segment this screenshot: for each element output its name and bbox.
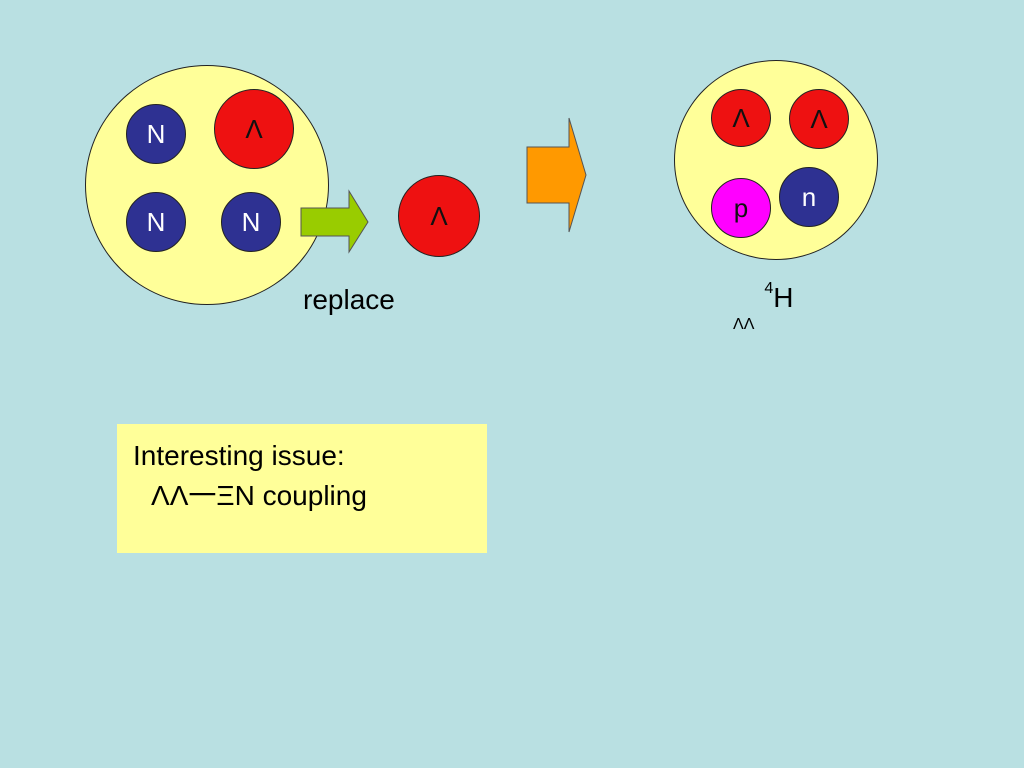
green-arrow-icon <box>300 189 369 254</box>
incoming-lambda-label: Λ <box>430 200 448 231</box>
issue-coupling: ΛΛ一ΞN coupling <box>151 480 367 511</box>
lambda-ball: Λ <box>214 89 294 169</box>
incoming-lambda-ball: Λ <box>398 175 480 257</box>
lambda-ball: Λ <box>789 89 849 149</box>
nucleon-label: N <box>241 206 261 237</box>
lambda-label: Λ <box>245 113 263 144</box>
issue-title: Interesting issue: <box>133 440 345 471</box>
issue-box: Interesting issue: ΛΛ一ΞN coupling <box>117 424 487 553</box>
lambda-label: Λ <box>732 102 750 133</box>
hypernucleus-mass-number: 4 <box>764 279 774 297</box>
nucleon-ball: N <box>126 192 186 252</box>
hypernucleus-label: ΛΛ 4H <box>733 279 794 333</box>
neutron-label: n <box>801 181 817 212</box>
hypernucleus-element: H <box>773 282 794 313</box>
nucleon-label: N <box>146 118 166 149</box>
nucleon-ball: N <box>126 104 186 164</box>
lambda-ball: Λ <box>711 89 771 147</box>
orange-arrow-icon <box>526 117 587 233</box>
lambda-label: Λ <box>810 103 828 134</box>
left-nucleus <box>85 65 329 305</box>
nucleon-label: N <box>146 206 166 237</box>
hypernucleus-subscript: ΛΛ <box>733 316 755 333</box>
proton-ball: p <box>711 178 771 238</box>
neutron-ball: n <box>779 167 839 227</box>
replace-label: replace <box>303 284 395 315</box>
proton-label: p <box>733 192 749 223</box>
right-nucleus <box>674 60 878 260</box>
nucleon-ball: N <box>221 192 281 252</box>
